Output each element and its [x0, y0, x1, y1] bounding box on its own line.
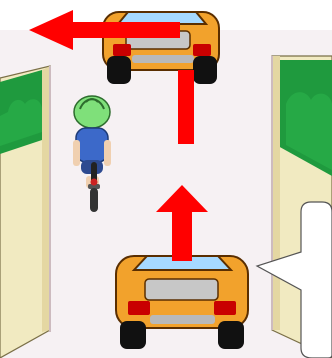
left-roadside [0, 66, 50, 358]
